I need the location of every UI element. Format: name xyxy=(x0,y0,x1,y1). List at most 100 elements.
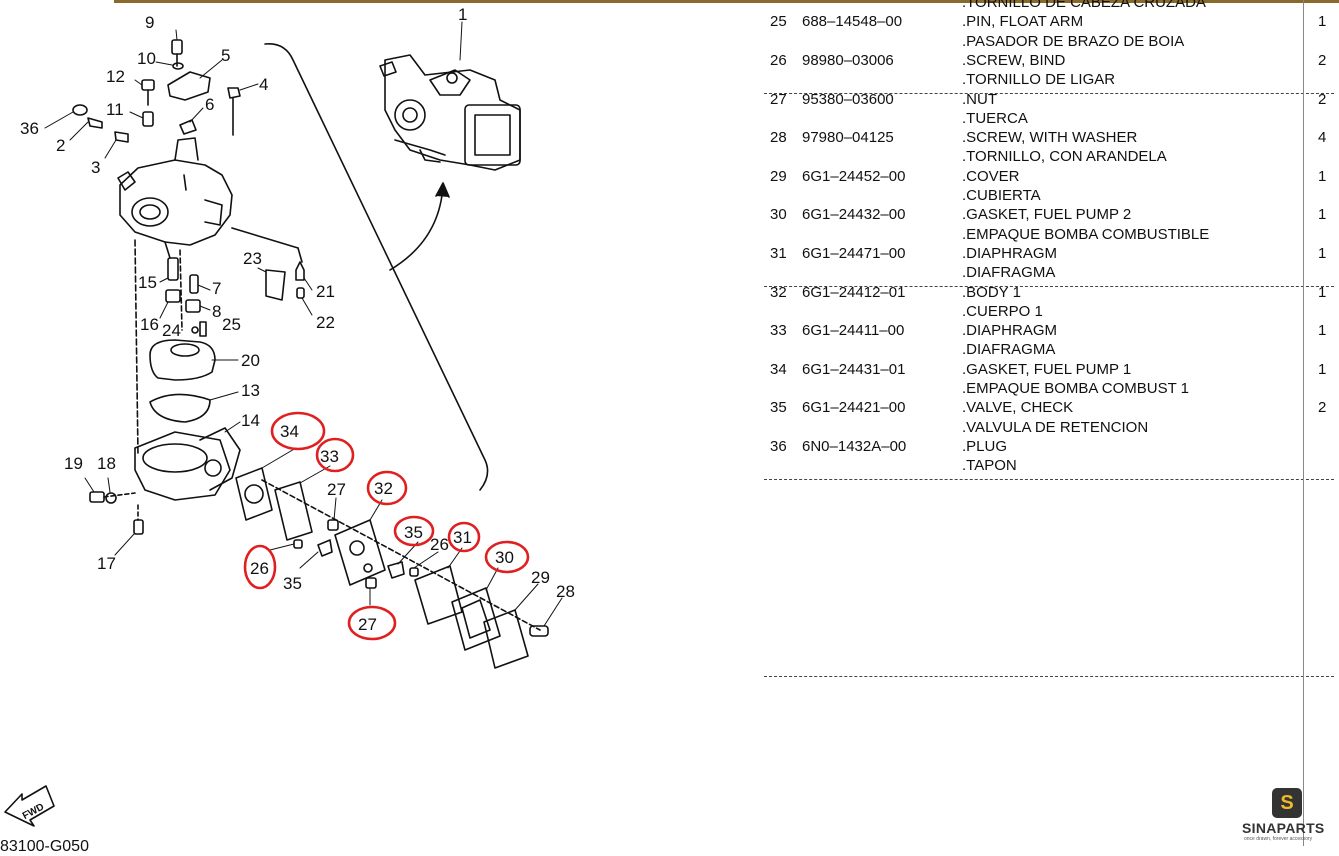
cell-description: .GASKET, FUEL PUMP 2 xyxy=(962,206,1132,224)
callout-12: 12 xyxy=(106,67,125,86)
cell-quantity: 2 xyxy=(1318,90,1327,108)
cell-description: .DIAPHRAGM xyxy=(962,322,1058,340)
callout-16: 16 xyxy=(140,315,159,334)
cell-description: .GASKET, FUEL PUMP 1 xyxy=(962,360,1132,378)
row-separator xyxy=(764,92,1334,94)
cell-quantity: 1 xyxy=(1318,360,1327,378)
carburetor-assembly-drawing xyxy=(379,54,521,171)
cell-quantity: 4 xyxy=(1318,129,1327,147)
callout-15: 15 xyxy=(138,273,157,292)
callout-2: 2 xyxy=(56,136,65,155)
callout-7: 7 xyxy=(212,279,221,298)
highlight-circle-26 xyxy=(243,544,277,590)
float-bowl-drawing xyxy=(89,427,241,535)
callout-23: 23 xyxy=(243,249,262,268)
fuel-pump-drawing xyxy=(235,467,549,669)
cell-ref-no: 36 xyxy=(770,437,787,455)
callout-36: 36 xyxy=(20,119,39,138)
top-rule xyxy=(114,0,1339,3)
cell-part-number: 95380–03600 xyxy=(802,90,894,108)
section-end-separator xyxy=(764,676,1334,677)
carburetor-body-drawing xyxy=(117,137,233,259)
cell-description: .PLUG xyxy=(962,437,1008,455)
row-separator xyxy=(764,285,1334,287)
cell-description: .TORNILLO DE CABEZA CRUZADA xyxy=(962,0,1206,11)
cell-quantity: 1 xyxy=(1318,244,1327,262)
cell-description: .CUBIERTA xyxy=(962,187,1041,204)
callout-34: 34 xyxy=(280,422,299,441)
highlight-circle-30 xyxy=(484,540,530,574)
cell-part-number: 6N0–1432A–00 xyxy=(802,437,907,455)
highlight-circle-27 xyxy=(347,605,397,641)
callout-1: 1 xyxy=(458,5,467,24)
cell-description: .DIAFRAGMA xyxy=(962,264,1056,282)
cell-description: .NUT xyxy=(962,90,997,108)
cell-quantity: 1 xyxy=(1318,167,1327,185)
highlight-circle-34 xyxy=(270,411,326,451)
fwd-label: FWD xyxy=(21,802,46,822)
callout-29: 29 xyxy=(531,568,550,587)
callout-26-highlight: 26 xyxy=(250,559,269,578)
callout-20: 20 xyxy=(241,351,260,370)
cell-description: .TORNILLO, CON ARANDELA xyxy=(962,148,1167,166)
callout-3: 3 xyxy=(91,158,100,177)
cell-part-number: 6G1–24431–01 xyxy=(802,360,906,378)
cell-description: .EMPAQUE BOMBA COMBUST 1 xyxy=(962,380,1189,397)
cell-ref-no: 29 xyxy=(770,167,787,185)
cell-part-number: 688–14548–00 xyxy=(802,13,903,31)
cell-part-number: 6G1–24452–00 xyxy=(802,167,906,185)
cell-quantity: 1 xyxy=(1318,206,1327,224)
cell-description: .TORNILLO DE LIGAR xyxy=(962,71,1116,89)
callout-19: 19 xyxy=(64,454,83,473)
right-rule xyxy=(1303,0,1304,846)
highlight-circle-31 xyxy=(447,521,481,553)
callout-27-highlight: 27 xyxy=(358,615,377,634)
cell-part-number: 98980–03006 xyxy=(802,51,894,69)
assembly-arrow xyxy=(389,184,444,271)
cell-description: .SCREW, BIND xyxy=(962,51,1066,69)
callout-27-top: 27 xyxy=(327,480,346,499)
cell-part-number: 6G1–24421–00 xyxy=(802,399,906,417)
top-parts-drawing xyxy=(72,39,241,143)
cell-part-number: 6G1–24411–00 xyxy=(802,322,905,340)
cell-description: .VALVULA DE RETENCION xyxy=(962,418,1149,436)
callout-6: 6 xyxy=(205,95,214,114)
callout-26-right: 26 xyxy=(430,535,449,554)
callout-9: 9 xyxy=(145,13,154,32)
cell-description: .EMPAQUE BOMBA COMBUSTIBLE xyxy=(962,225,1210,243)
callout-5: 5 xyxy=(221,46,230,65)
callout-4: 4 xyxy=(259,75,268,94)
cell-part-number: 97980–04125 xyxy=(802,129,894,147)
callout-35: 35 xyxy=(283,574,302,593)
cell-quantity: 2 xyxy=(1318,51,1327,69)
highlight-circle-35 xyxy=(393,515,435,547)
callout-18: 18 xyxy=(97,454,116,473)
callout-11: 11 xyxy=(106,100,124,119)
cell-ref-no: 31 xyxy=(770,244,787,262)
highlight-circles xyxy=(243,411,530,641)
cell-quantity: 2 xyxy=(1318,399,1327,417)
callout-31: 31 xyxy=(453,528,472,547)
cell-description: .TUERCA xyxy=(962,109,1028,127)
cell-part-number: 6G1–24412–01 xyxy=(802,283,906,301)
cell-description: .PIN, FLOAT ARM xyxy=(962,13,1084,31)
middle-parts-drawing xyxy=(134,227,305,456)
cell-ref-no: 33 xyxy=(770,322,787,340)
callout-35-highlight: 35 xyxy=(404,523,423,542)
cell-ref-no: 35 xyxy=(770,399,787,417)
cell-part-number: 6G1–24471–00 xyxy=(802,244,906,262)
logo-tagline: once drawn, forever accessory xyxy=(1244,836,1313,842)
cell-ref-no: 27 xyxy=(770,90,787,108)
callout-10: 10 xyxy=(137,49,156,68)
cell-ref-no: 32 xyxy=(770,283,787,301)
group-bracket xyxy=(264,43,489,491)
callout-17: 17 xyxy=(97,554,116,573)
callout-28: 28 xyxy=(556,582,575,601)
cell-description: .DIAFRAGMA xyxy=(962,341,1056,359)
fwd-arrow-icon xyxy=(4,785,55,827)
cell-description: .COVER xyxy=(962,167,1020,185)
callout-13: 13 xyxy=(241,381,260,400)
cell-description: .TAPON xyxy=(962,457,1017,475)
cell-description: .VALVE, CHECK xyxy=(962,399,1074,417)
